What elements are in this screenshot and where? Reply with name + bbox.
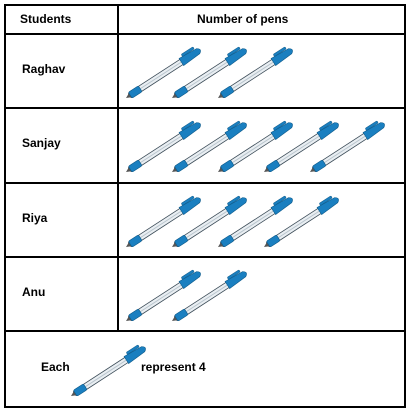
pen-icon [167, 117, 250, 177]
pen-icon [213, 117, 296, 177]
key-represent-label: represent 4 [141, 360, 206, 374]
pen-icon [305, 117, 388, 177]
pen-icon [121, 192, 204, 252]
student-label-anu: Anu [22, 285, 45, 299]
header-number-of-pens: Number of pens [197, 12, 289, 26]
pen-icon [259, 192, 342, 252]
student-label-riya: Riya [22, 211, 48, 225]
pen-icon [167, 192, 250, 252]
pen-icon [121, 43, 204, 103]
pen-icon [121, 266, 204, 326]
pen-icon [167, 43, 250, 103]
key-each-label: Each [41, 360, 70, 374]
pen-icon [213, 192, 296, 252]
pen-icon [213, 43, 296, 103]
header-students: Students [20, 12, 72, 26]
pen-icon [121, 117, 204, 177]
table-border [4, 4, 406, 408]
student-label-raghav: Raghav [22, 62, 66, 76]
key-pen-icon [66, 341, 149, 401]
pen-icon [259, 117, 342, 177]
pen-icon [167, 266, 250, 326]
student-label-sanjay: Sanjay [22, 136, 61, 150]
